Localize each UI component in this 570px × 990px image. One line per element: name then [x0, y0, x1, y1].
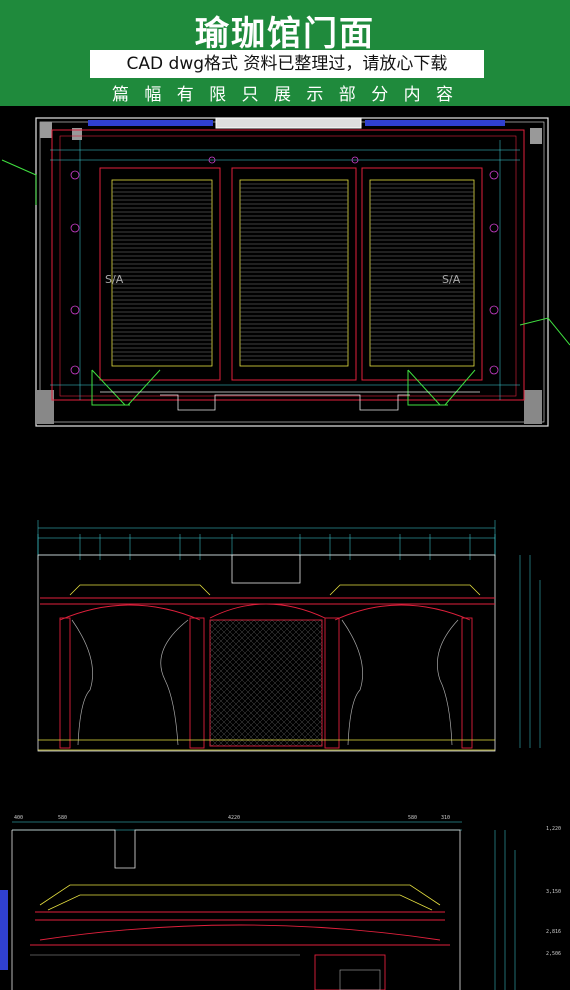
dim-top-5: 310	[441, 815, 450, 821]
header-banner: 瑜珈馆门面 CAD dwg格式 资料已整理过，请放心下载 篇 幅 有 限 只 展…	[0, 0, 570, 106]
lattice-line	[210, 620, 249, 659]
lattice-line	[313, 620, 322, 629]
lattice-line	[80, 620, 206, 746]
dim-right-1: 1,220	[546, 826, 561, 832]
lattice-line	[210, 620, 243, 653]
lattice-line	[210, 743, 213, 746]
side-elevation-view: 400 580 4220 580 310 1,220 3,150 2,816 2…	[0, 815, 561, 990]
lattice-line	[307, 620, 322, 635]
lattice-line	[210, 731, 225, 746]
lattice-line	[295, 620, 322, 647]
lattice-line	[289, 620, 322, 653]
subtitle-box: CAD dwg格式 资料已整理过，请放心下载	[90, 50, 484, 78]
lattice-line	[80, 620, 206, 746]
floor-plan-view: S/A S/A	[1, 117, 570, 427]
dim-right-4: 2,506	[546, 951, 561, 957]
lattice-line	[271, 620, 322, 671]
subtitle-text: CAD dwg格式 资料已整理过，请放心下载	[126, 54, 448, 74]
dim-right-2: 3,150	[546, 889, 561, 895]
plan-label-left: S/A	[105, 273, 124, 286]
front-elevation-view	[37, 520, 541, 752]
lattice-line	[253, 620, 322, 689]
lattice-line	[326, 620, 452, 746]
lattice-line	[210, 620, 219, 629]
dim-top-1: 400	[14, 815, 23, 821]
lattice-line	[210, 620, 225, 635]
dim-top-3: 4220	[228, 815, 240, 821]
lattice-line	[210, 620, 267, 677]
lattice-line	[210, 620, 273, 683]
lattice-line	[210, 620, 255, 665]
lattice-line	[210, 620, 279, 689]
lattice-line	[210, 620, 237, 647]
lattice-line	[259, 620, 322, 683]
cad-drawing-area: S/A S/A	[0, 117, 570, 990]
content-note: 篇 幅 有 限 只 展 示 部 分 内 容	[111, 85, 459, 105]
page-title: 瑜珈馆门面	[195, 14, 375, 54]
lattice-line	[283, 620, 322, 659]
lattice-line	[326, 620, 452, 746]
dim-top-2: 580	[58, 815, 67, 821]
dim-right-3: 2,816	[546, 929, 561, 935]
lattice-line	[210, 620, 213, 623]
lattice-line	[210, 620, 285, 695]
lattice-line	[265, 620, 322, 677]
plan-label-right: S/A	[442, 273, 461, 286]
lattice-line	[313, 737, 322, 746]
lattice-line	[247, 620, 322, 695]
lattice-line	[210, 620, 261, 671]
lattice-line	[210, 737, 219, 746]
lattice-line	[277, 620, 322, 665]
dim-top-4: 580	[408, 815, 417, 821]
lattice-line	[307, 731, 322, 746]
